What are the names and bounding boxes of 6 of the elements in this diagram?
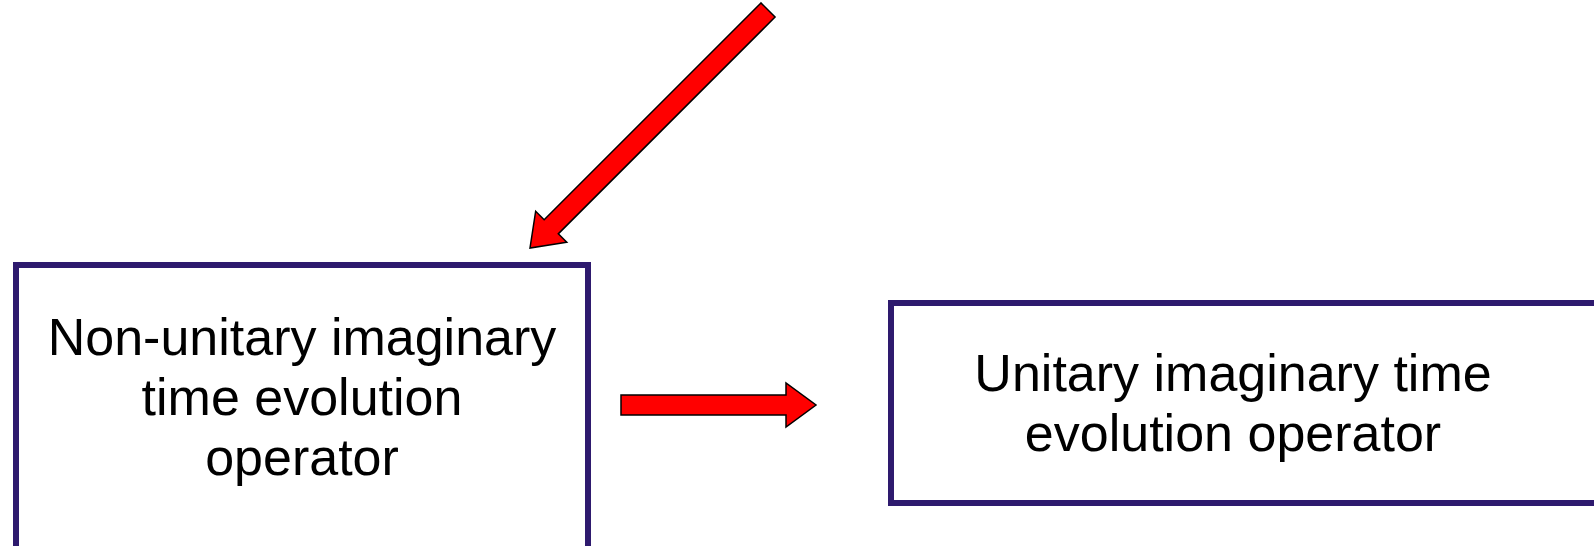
box-label: Unitary imaginary time evolution operator	[973, 343, 1493, 463]
arrow	[529, 1, 777, 249]
process-box	[13, 262, 591, 546]
process-box	[888, 300, 1594, 506]
arrow	[620, 381, 818, 429]
box-label: Non-unitary imaginary time evolution operator	[46, 307, 558, 487]
